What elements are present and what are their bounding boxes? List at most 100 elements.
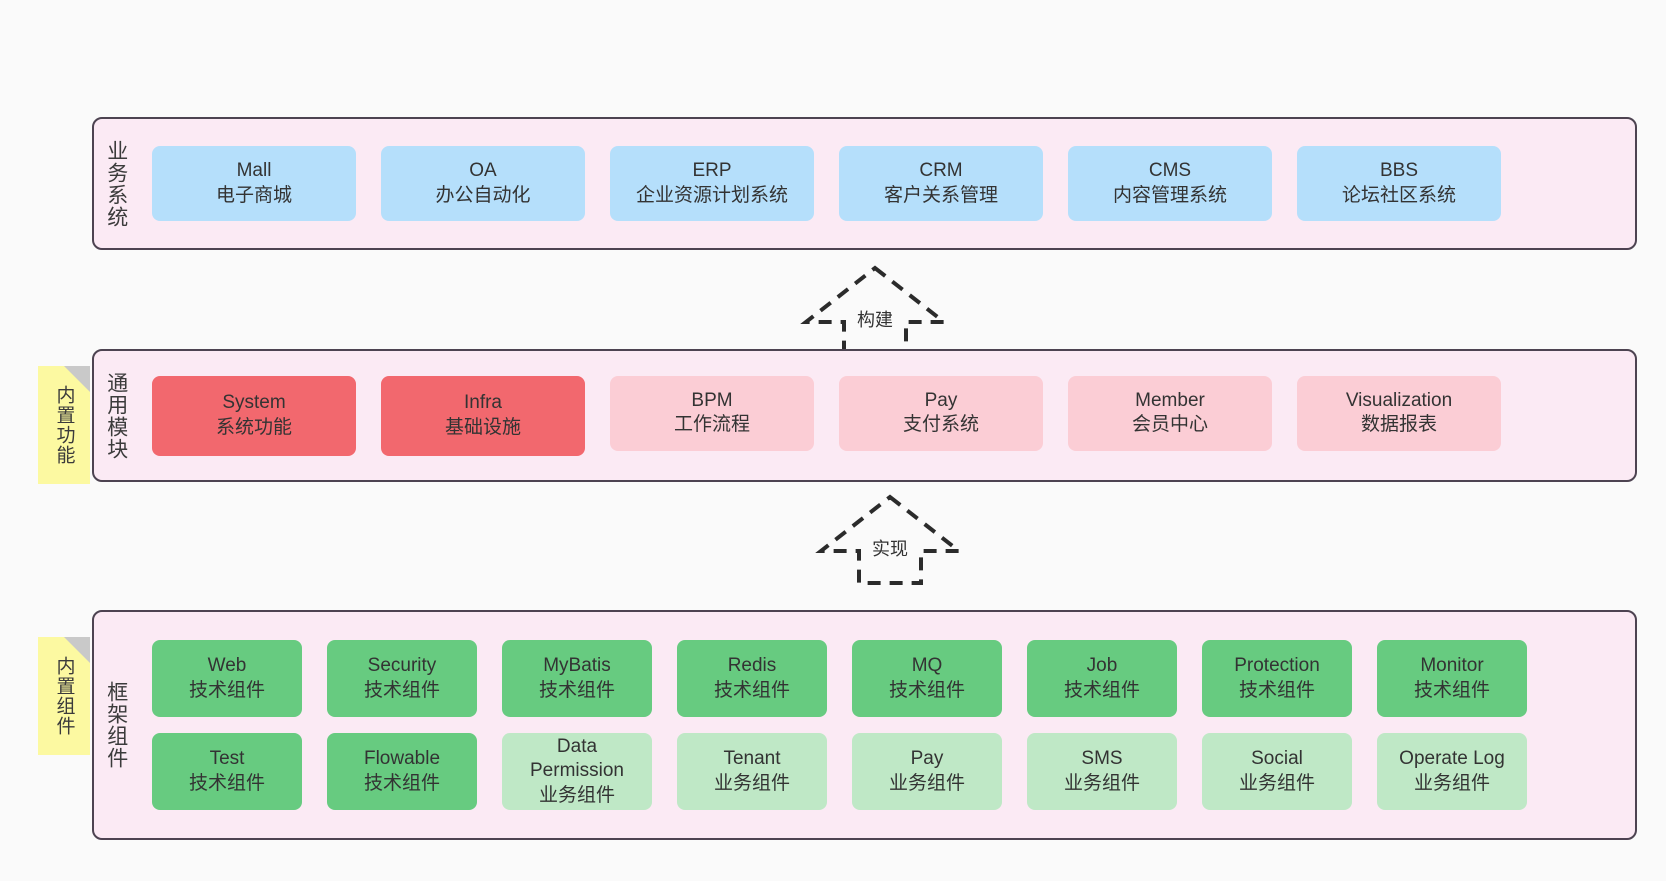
card-title-en: SMS (1081, 748, 1123, 770)
card-title-cn: 技术组件 (538, 679, 615, 701)
connector-implement: 实现 (815, 491, 965, 587)
card-redis[interactable]: Redis 技术组件 (677, 640, 827, 717)
card-title-cn: 基础设施 (444, 416, 521, 438)
card-pay-component[interactable]: Pay 业务组件 (852, 733, 1002, 810)
layer-body-common-module: System 系统功能 Infra 基础设施 BPM 工作流程 Pay 支付系统… (138, 351, 1635, 480)
card-job[interactable]: Job 技术组件 (1027, 640, 1177, 717)
card-title-en: Tenant (723, 748, 781, 770)
card-title-cn: 技术组件 (1413, 679, 1490, 701)
card-title-cn: 技术组件 (363, 772, 440, 794)
card-title-en: Monitor (1420, 655, 1484, 677)
card-data-permission[interactable]: Data Permission 业务组件 (502, 733, 652, 810)
card-title-en: Security (367, 655, 437, 677)
card-row: Mall 电子商城 OA 办公自动化 ERP 企业资源计划系统 CRM 客户关系… (152, 146, 1621, 221)
card-social[interactable]: Social 业务组件 (1202, 733, 1352, 810)
card-mybatis[interactable]: MyBatis 技术组件 (502, 640, 652, 717)
card-title-cn: 论坛社区系统 (1341, 184, 1456, 206)
card-title-en: Web (207, 655, 247, 677)
card-title-cn: 技术组件 (1238, 679, 1315, 701)
card-title-en: Mall (236, 160, 272, 182)
card-pay[interactable]: Pay 支付系统 (839, 375, 1043, 451)
layer-body-framework-component: Web 技术组件 Security 技术组件 MyBatis 技术组件 Redi… (138, 612, 1635, 838)
card-title-en: System (222, 392, 286, 414)
card-title-cn: 办公自动化 (435, 184, 531, 206)
card-title-en: BBS (1379, 160, 1419, 182)
card-mq[interactable]: MQ 技术组件 (852, 640, 1002, 717)
card-test[interactable]: Test 技术组件 (152, 733, 302, 810)
card-web[interactable]: Web 技术组件 (152, 640, 302, 717)
card-protection[interactable]: Protection 技术组件 (1202, 640, 1352, 717)
sticky-note-label: 内置功能 (53, 385, 75, 465)
layer-common-module: 通用模块 System 系统功能 Infra 基础设施 BPM 工作流程 Pay… (92, 349, 1637, 482)
layer-title-business-system: 业务系统 (104, 139, 128, 228)
card-title-en: OA (469, 160, 497, 182)
card-title-en: MyBatis (543, 655, 611, 677)
card-operate-log[interactable]: Operate Log 业务组件 (1377, 733, 1527, 810)
card-title-en: Data Permission (530, 736, 624, 782)
card-title-cn: 技术组件 (188, 679, 265, 701)
card-sms[interactable]: SMS 业务组件 (1027, 733, 1177, 810)
card-title-en: Pay (910, 748, 944, 770)
card-title-cn: 业务组件 (888, 772, 965, 794)
card-system[interactable]: System 系统功能 (152, 375, 356, 456)
card-title-cn: 内容管理系统 (1112, 184, 1227, 206)
card-title-cn: 业务组件 (1238, 772, 1315, 794)
card-title-en: Social (1251, 748, 1303, 770)
connector-label: 构建 (857, 310, 893, 330)
connector-label: 实现 (872, 539, 908, 559)
card-title-en: MQ (911, 655, 943, 677)
card-title-en: CMS (1148, 160, 1192, 182)
card-title-en: CRM (919, 160, 963, 182)
card-title-en: BPM (691, 389, 733, 411)
card-crm[interactable]: CRM 客户关系管理 (839, 146, 1043, 221)
layer-business-system: 业务系统 Mall 电子商城 OA 办公自动化 ERP 企业资源计划系统 CRM… (92, 117, 1637, 250)
card-title-en: Job (1086, 655, 1118, 677)
card-cms[interactable]: CMS 内容管理系统 (1068, 146, 1272, 221)
card-title-cn: 技术组件 (363, 679, 440, 701)
card-title-cn: 技术组件 (888, 679, 965, 701)
card-title-cn: 业务组件 (713, 772, 790, 794)
sticky-note-builtin-function: 内置功能 (38, 366, 90, 484)
card-title-cn: 系统功能 (215, 416, 292, 438)
card-title-en: Operate Log (1399, 748, 1505, 770)
card-row: System 系统功能 Infra 基础设施 BPM 工作流程 Pay 支付系统… (152, 375, 1621, 456)
card-title-en: Redis (727, 655, 777, 677)
card-title-en: ERP (692, 160, 732, 182)
card-title-cn: 技术组件 (713, 679, 790, 701)
card-security[interactable]: Security 技术组件 (327, 640, 477, 717)
card-mall[interactable]: Mall 电子商城 (152, 146, 356, 221)
card-bpm[interactable]: BPM 工作流程 (610, 375, 814, 451)
layer-body-business-system: Mall 电子商城 OA 办公自动化 ERP 企业资源计划系统 CRM 客户关系… (138, 119, 1635, 248)
card-row: Test 技术组件 Flowable 技术组件 Data Permission … (152, 733, 1621, 810)
card-title-en: Test (209, 748, 245, 770)
card-infra[interactable]: Infra 基础设施 (381, 375, 585, 456)
card-title-en: Visualization (1345, 389, 1453, 411)
card-title-en: Infra (463, 392, 503, 414)
card-title-cn: 客户关系管理 (883, 184, 998, 206)
card-title-cn: 支付系统 (902, 414, 979, 435)
layer-framework-component: 框架组件 Web 技术组件 Security 技术组件 MyBatis 技术组件… (92, 610, 1637, 840)
card-title-cn: 企业资源计划系统 (635, 184, 788, 206)
card-title-en: Flowable (363, 748, 441, 770)
card-oa[interactable]: OA 办公自动化 (381, 146, 585, 221)
card-visualization[interactable]: Visualization 数据报表 (1297, 375, 1501, 451)
card-title-cn: 业务组件 (538, 784, 615, 806)
card-title-cn: 业务组件 (1063, 772, 1140, 794)
sticky-note-label: 内置组件 (53, 656, 75, 736)
card-title-cn: 技术组件 (1063, 679, 1140, 701)
sticky-note-builtin-component: 内置组件 (38, 637, 90, 755)
card-title-cn: 会员中心 (1131, 414, 1208, 435)
connector-build: 构建 (800, 262, 950, 358)
card-monitor[interactable]: Monitor 技术组件 (1377, 640, 1527, 717)
card-bbs[interactable]: BBS 论坛社区系统 (1297, 146, 1501, 221)
card-title-cn: 工作流程 (673, 414, 750, 435)
card-title-en: Member (1135, 389, 1205, 411)
card-title-cn: 技术组件 (188, 772, 265, 794)
card-title-cn: 数据报表 (1360, 414, 1437, 435)
card-flowable[interactable]: Flowable 技术组件 (327, 733, 477, 810)
card-erp[interactable]: ERP 企业资源计划系统 (610, 146, 814, 221)
card-member[interactable]: Member 会员中心 (1068, 375, 1272, 451)
card-tenant[interactable]: Tenant 业务组件 (677, 733, 827, 810)
layer-title-common-module: 通用模块 (104, 371, 128, 460)
